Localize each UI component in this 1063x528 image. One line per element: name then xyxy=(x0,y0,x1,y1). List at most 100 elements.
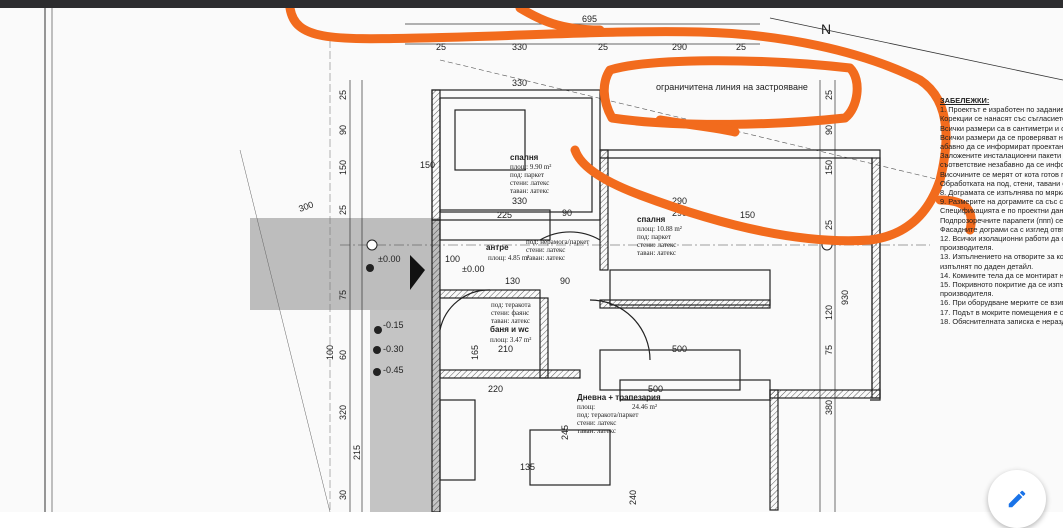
note-item: 18. Обяснителната записка е неразделн xyxy=(940,316,1063,326)
svg-text:площ: 3.47 m²: площ: 3.47 m² xyxy=(490,336,531,344)
north-label: N xyxy=(821,21,831,37)
floor-plan-sheet: 695 25 330 25 290 25 N 25 90 150 25 75 6… xyxy=(0,3,1063,513)
svg-text:330: 330 xyxy=(512,78,527,88)
svg-text:225: 225 xyxy=(497,210,512,220)
svg-text:150: 150 xyxy=(420,160,435,170)
svg-text:245: 245 xyxy=(560,425,570,440)
svg-text:под: паркет: под: паркет xyxy=(637,233,671,241)
svg-text:под: паркет: под: паркет xyxy=(510,171,544,179)
svg-text:24.46 m²: 24.46 m² xyxy=(632,403,657,411)
svg-text:60: 60 xyxy=(338,350,348,360)
level-mark: -0.15 xyxy=(383,320,404,330)
svg-text:75: 75 xyxy=(338,290,348,300)
note-item: 8. Дограмата се изпълнява по мярка вз xyxy=(940,188,1063,198)
note-item: Всички размери са в сантиметри и са xyxy=(940,123,1063,133)
svg-text:90: 90 xyxy=(560,276,570,286)
svg-text:спалня: спалня xyxy=(637,215,666,224)
dim: 290 xyxy=(672,42,687,52)
pencil-icon xyxy=(1008,490,1026,508)
svg-text:500: 500 xyxy=(648,384,663,394)
note-item: 9. Размерите на дограмите са със стол xyxy=(940,197,1063,207)
level-mark: ±0.00 xyxy=(378,254,400,264)
svg-text:150: 150 xyxy=(338,160,348,175)
note-item: 13. Изпълнението на отворите за комин xyxy=(940,252,1063,262)
note-item: 15. Покривното покритие да се изпълни xyxy=(940,280,1063,290)
build-line-label: ограничитена линия на застрояване xyxy=(656,82,808,92)
note-item: 17. Подът в мокрите помещения е с нак xyxy=(940,307,1063,317)
terrace-area xyxy=(250,218,440,310)
path-area xyxy=(370,310,440,512)
note-item: Обработката на под, стени, тавани е xyxy=(940,178,1063,188)
room-bedroom-2: спалня площ: 10.88 m² под: паркет стени:… xyxy=(637,215,682,257)
svg-text:290: 290 xyxy=(672,196,687,206)
svg-text:площ:: площ: xyxy=(577,403,595,411)
edit-button[interactable] xyxy=(988,470,1046,528)
room-bedroom-1: спалня площ: 9.90 m² под: паркет стени: … xyxy=(510,153,551,195)
room-hallway: антре площ: 4.85 m² под: нерамога/паркет… xyxy=(486,238,589,262)
note-item: производителя. xyxy=(940,289,994,299)
dim: 25 xyxy=(598,42,608,52)
note-item: съответствие незабавно да се инфор xyxy=(940,160,1063,170)
room-living-dining: Дневна + трапезария площ: 24.46 m² под: … xyxy=(577,393,661,435)
svg-text:стени: фаянс: стени: фаянс xyxy=(491,309,529,317)
note-item: Фасадните дограми са с изглед отвъ xyxy=(940,224,1063,234)
svg-text:130: 130 xyxy=(505,276,520,286)
room-bathroom: под: теракота стени: фаянс таван: латекс… xyxy=(490,301,532,344)
note-item: Всички размери да се проверяват на xyxy=(940,132,1063,142)
svg-text:120: 120 xyxy=(824,305,834,320)
svg-text:таван: латекс: таван: латекс xyxy=(526,254,565,262)
svg-text:баня и wc: баня и wc xyxy=(490,325,529,334)
svg-text:под: теракота/паркет: под: теракота/паркет xyxy=(577,411,638,419)
level-mark: ±0.00 xyxy=(462,264,484,274)
svg-text:300: 300 xyxy=(297,199,315,214)
level-mark: -0.45 xyxy=(383,365,404,375)
dim-total-width: 695 xyxy=(582,14,597,24)
svg-text:90: 90 xyxy=(562,208,572,218)
notes-panel: ЗАБЕЛЕЖКИ: 1. Проектът е изработен по за… xyxy=(940,96,1063,326)
svg-text:100: 100 xyxy=(325,345,335,360)
svg-text:25: 25 xyxy=(338,90,348,100)
svg-text:под: теракота: под: теракота xyxy=(491,301,532,309)
svg-text:антре: антре xyxy=(486,243,509,252)
svg-text:25: 25 xyxy=(338,205,348,215)
note-item: Заложените инсталационни пакети д xyxy=(940,151,1063,161)
freehand-annotation xyxy=(285,3,976,246)
svg-text:380: 380 xyxy=(824,400,834,415)
svg-text:Дневна + трапезария: Дневна + трапезария xyxy=(577,393,661,402)
status-bar xyxy=(0,0,1063,8)
note-item: Подпрозоречните парапети (ппп) се xyxy=(940,215,1063,225)
svg-text:под: нерамога/паркет: под: нерамога/паркет xyxy=(526,238,589,246)
svg-text:150: 150 xyxy=(740,210,755,220)
note-item: 16. При оборудване мерките се взимат с xyxy=(940,298,1063,308)
svg-text:площ: 10.88 m²: площ: 10.88 m² xyxy=(637,225,682,233)
svg-text:220: 220 xyxy=(488,384,503,394)
note-item: 1. Проектът е изработен по задание на xyxy=(940,105,1063,115)
floor-plan-drawing: 695 25 330 25 290 25 N 25 90 150 25 75 6… xyxy=(44,3,1063,513)
notes-title: ЗАБЕЛЕЖКИ: xyxy=(940,96,990,105)
axis-marker-icon xyxy=(366,239,378,251)
svg-text:спалня: спалня xyxy=(510,153,539,162)
note-item: абавно да се информират проектанти xyxy=(940,142,1063,152)
dim: 330 xyxy=(512,42,527,52)
svg-text:90: 90 xyxy=(824,125,834,135)
note-item: 14. Комините тела да се монтират на п xyxy=(940,270,1063,280)
svg-text:90: 90 xyxy=(338,125,348,135)
svg-text:площ: 9.90 m²: площ: 9.90 m² xyxy=(510,163,551,171)
svg-text:стени: латекс: стени: латекс xyxy=(510,179,549,187)
svg-text:100: 100 xyxy=(445,254,460,264)
svg-text:25: 25 xyxy=(824,220,834,230)
svg-text:320: 320 xyxy=(338,405,348,420)
svg-text:500: 500 xyxy=(672,344,687,354)
svg-text:таван: латекс: таван: латекс xyxy=(577,427,616,435)
svg-text:25: 25 xyxy=(824,90,834,100)
svg-text:таван: латекс: таван: латекс xyxy=(510,187,549,195)
svg-text:930: 930 xyxy=(840,290,850,305)
dim: 25 xyxy=(736,42,746,52)
note-item: Височините се мерят от кота готов п xyxy=(940,169,1063,179)
svg-text:135: 135 xyxy=(520,462,535,472)
svg-text:площ: 4.85 m²: площ: 4.85 m² xyxy=(488,254,529,262)
svg-text:150: 150 xyxy=(824,160,834,175)
svg-text:таван: латекс: таван: латекс xyxy=(491,317,530,325)
svg-text:стени: латекс: стени: латекс xyxy=(577,419,616,427)
entrance-arrow-icon xyxy=(410,255,425,290)
